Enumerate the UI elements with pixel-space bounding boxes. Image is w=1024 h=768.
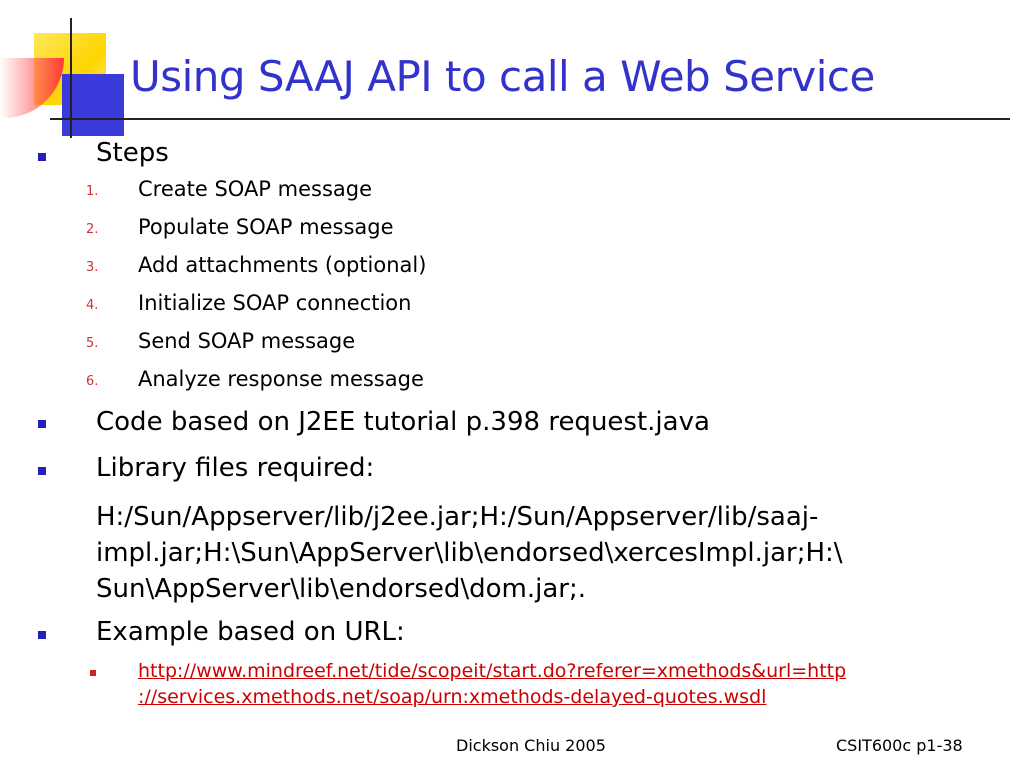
bullet-icon — [38, 420, 46, 428]
bullet-code-based: Code based on J2EE tutorial p.398 reques… — [96, 407, 710, 437]
logo-blue-square — [62, 74, 124, 136]
step-number: 1. — [86, 184, 99, 199]
step-item: Analyze response message — [138, 367, 424, 391]
step-item: Add attachments (optional) — [138, 253, 427, 277]
footer-page: CSIT600c p1-38 — [836, 736, 963, 755]
bullet-library: Library files required: — [96, 453, 375, 483]
library-line: impl.jar;H:\Sun\AppServer\lib\endorsed\x… — [96, 538, 843, 568]
url-line[interactable]: http://www.mindreef.net/tide/scopeit/sta… — [138, 660, 847, 682]
footer-author: Dickson Chiu 2005 — [456, 736, 606, 755]
bullet-example: Example based on URL: — [96, 617, 405, 647]
example-url-link[interactable]: http://www.mindreef.net/tide/scopeit/sta… — [138, 658, 846, 710]
logo-red-swoosh — [0, 58, 64, 118]
slide-title: Using SAAJ API to call a Web Service — [130, 52, 875, 101]
library-line: Sun\AppServer\lib\endorsed\dom.jar;. — [96, 574, 587, 604]
step-number: 5. — [86, 336, 99, 351]
library-line: H:/Sun/Appserver/lib/j2ee.jar;H:/Sun/App… — [96, 502, 819, 532]
step-item: Create SOAP message — [138, 177, 373, 201]
title-underline — [50, 118, 1010, 120]
step-number: 3. — [86, 260, 99, 275]
logo-vertical-line — [70, 18, 72, 138]
step-item: Send SOAP message — [138, 329, 356, 353]
sub-bullet-icon — [90, 670, 96, 676]
step-item: Populate SOAP message — [138, 215, 394, 239]
library-paths: H:/Sun/Appserver/lib/j2ee.jar;H:/Sun/App… — [96, 499, 996, 607]
step-number: 4. — [86, 298, 99, 313]
url-line[interactable]: ://services.xmethods.net/soap/urn:xmetho… — [138, 686, 767, 708]
step-item: Initialize SOAP connection — [138, 291, 412, 315]
bullet-icon — [38, 631, 46, 639]
step-number: 2. — [86, 222, 99, 237]
step-number: 6. — [86, 374, 99, 389]
bullet-icon — [38, 153, 46, 161]
bullet-icon — [38, 467, 46, 475]
bullet-steps: Steps — [96, 138, 169, 168]
